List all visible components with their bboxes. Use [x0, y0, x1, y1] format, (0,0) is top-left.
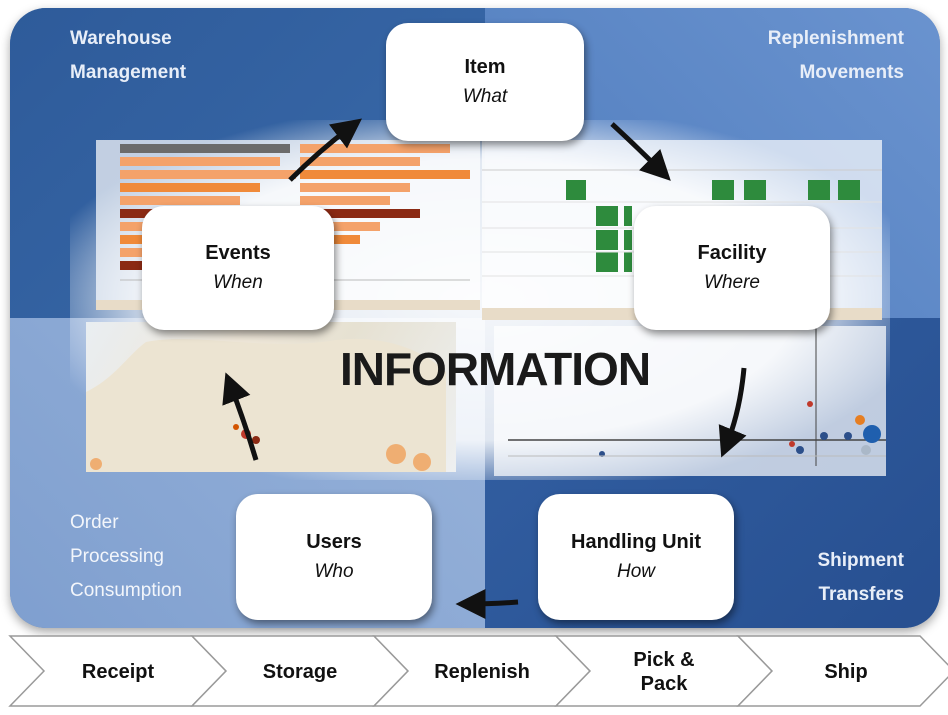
arrow-events-to-item [288, 118, 362, 182]
label-warehouse-management: Warehouse Management [70, 22, 186, 90]
card-subtitle: What [462, 86, 508, 107]
process-step-label: Ship [824, 661, 867, 683]
label-line: Management [70, 62, 187, 83]
label-line: Replenishment [767, 28, 904, 49]
label-replenishment-movements: Replenishment Movements [768, 22, 904, 90]
card-users: Users Who [236, 494, 432, 620]
process-step-label: Storage [263, 661, 337, 683]
label-line: Movements [799, 62, 904, 83]
process-step-4: Pick &Pack [554, 635, 774, 707]
process-step-1: Receipt [8, 635, 228, 707]
card-title: Item [464, 56, 506, 78]
process-step-chevron [736, 635, 948, 707]
label-order-processing-consumption: Order Processing Consumption [70, 506, 182, 608]
label-line: Consumption [70, 580, 182, 601]
card-handling-unit: Handling Unit How [538, 494, 734, 620]
label-line: Order [70, 512, 119, 533]
label-line: Warehouse [70, 28, 172, 49]
process-step-5: Ship [736, 635, 948, 707]
label-line: Shipment [817, 550, 904, 571]
card-facility: Facility Where [634, 206, 830, 330]
map-thumbnail [86, 322, 456, 472]
label-shipment-transfers: Shipment Transfers [817, 544, 904, 612]
card-title: Events [205, 242, 271, 264]
arrow-item-to-facility [610, 122, 671, 181]
card-subtitle: How [616, 561, 655, 582]
process-step-label: Receipt [82, 661, 155, 683]
card-item: Item What [386, 23, 584, 141]
process-chevrons: Receipt Storage Replenish Pick &Pack Ship [8, 635, 948, 707]
scatter-chart-thumbnail [494, 326, 886, 476]
center-title: INFORMATION [339, 343, 651, 395]
label-line: Processing [70, 546, 164, 567]
card-subtitle: Where [704, 272, 760, 293]
arrow-handling-to-users [455, 588, 519, 619]
card-subtitle: Who [314, 561, 354, 582]
label-line: Transfers [818, 584, 904, 605]
card-title: Handling Unit [571, 531, 701, 553]
card-title: Users [306, 531, 362, 553]
arrow-users-to-events [222, 372, 259, 461]
process-step-label: Pick &Pack [633, 649, 694, 695]
card-events: Events When [142, 206, 334, 330]
arrow-facility-to-handling [718, 367, 747, 458]
process-step-label: Replenish [434, 661, 530, 683]
card-title: Facility [697, 242, 767, 264]
card-subtitle: When [213, 272, 263, 293]
